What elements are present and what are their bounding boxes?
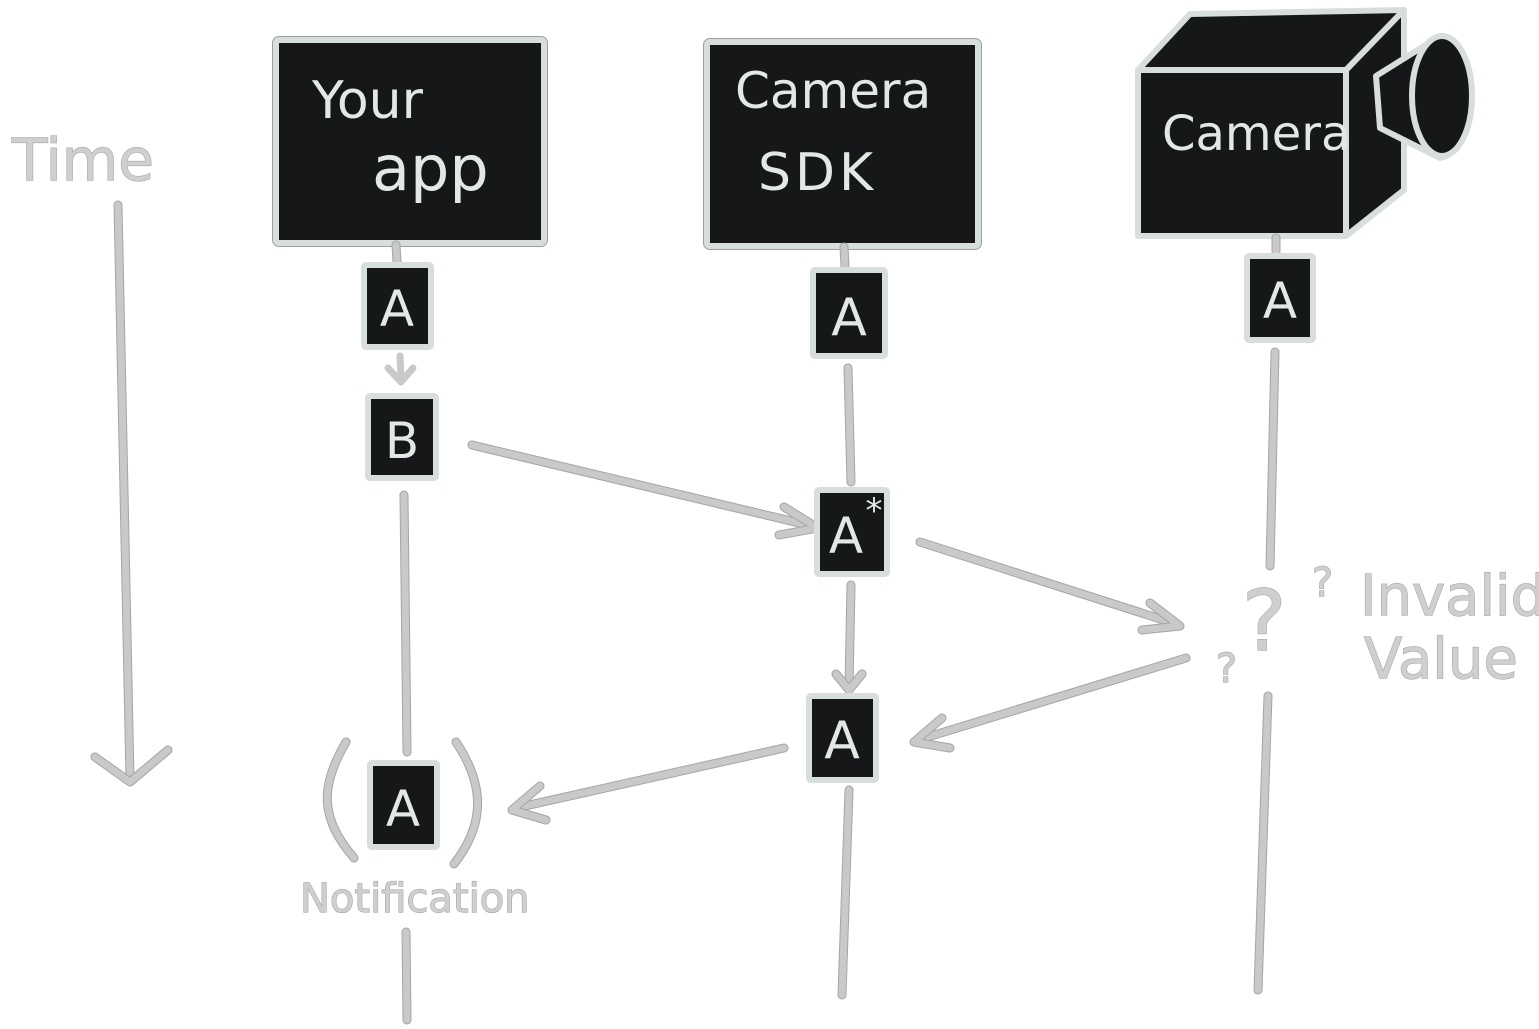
lifeline-camera-sdk xyxy=(837,242,856,1000)
token-app-b: B xyxy=(365,393,439,481)
actor-camera: Camera xyxy=(1135,7,1475,239)
camera-icon xyxy=(1135,7,1407,239)
time-arrow xyxy=(90,200,173,787)
time-label: Time xyxy=(11,126,154,194)
invalid-label-line2: Value xyxy=(1364,627,1518,692)
svg-text:A: A xyxy=(824,711,860,771)
arrow-sdk-to-camera xyxy=(915,537,1185,635)
star-mark: * xyxy=(866,491,883,531)
lifeline-your-app xyxy=(391,240,412,1025)
token-app-a: A xyxy=(361,262,434,350)
token-sdk-a-star: A * xyxy=(814,487,890,577)
notification-token: A xyxy=(322,737,482,869)
question-mark-small-1: ? xyxy=(1312,560,1333,606)
notification-label: Notification xyxy=(300,876,530,922)
actor-camera-sdk: Camera SDK xyxy=(703,38,982,250)
actor-camera-label: Camera xyxy=(1162,106,1350,162)
actor-your-app-line1: Your xyxy=(311,71,424,131)
arrow-sdk-down xyxy=(831,580,867,695)
token-sdk-a-bottom: A xyxy=(806,693,879,783)
svg-text:A: A xyxy=(1263,272,1297,330)
arrow-a-to-b xyxy=(384,352,417,386)
svg-text:A: A xyxy=(829,507,863,565)
svg-text:A: A xyxy=(386,780,420,838)
arrow-camera-to-sdk xyxy=(909,653,1191,753)
arrow-b-to-sdk xyxy=(467,440,823,540)
invalid-label-line1: Invalid xyxy=(1360,564,1539,629)
token-sdk-a: A xyxy=(810,267,888,359)
question-mark-big: ? xyxy=(1242,572,1287,670)
lifeline-camera xyxy=(1253,233,1281,995)
actor-your-app: Your app xyxy=(272,36,548,247)
invalid-value-marker: ? ? ? xyxy=(1215,559,1333,692)
svg-text:A: A xyxy=(831,288,867,348)
arrow-sdk-to-app xyxy=(507,743,789,825)
svg-text:A: A xyxy=(380,280,414,338)
question-mark-small-2: ? xyxy=(1216,646,1237,692)
svg-text:B: B xyxy=(385,412,419,470)
actor-camera-sdk-line1: Camera xyxy=(735,62,931,120)
actor-camera-sdk-line2: SDK xyxy=(758,143,877,203)
token-camera-a: A xyxy=(1244,253,1316,343)
actor-your-app-line2: app xyxy=(372,132,489,205)
